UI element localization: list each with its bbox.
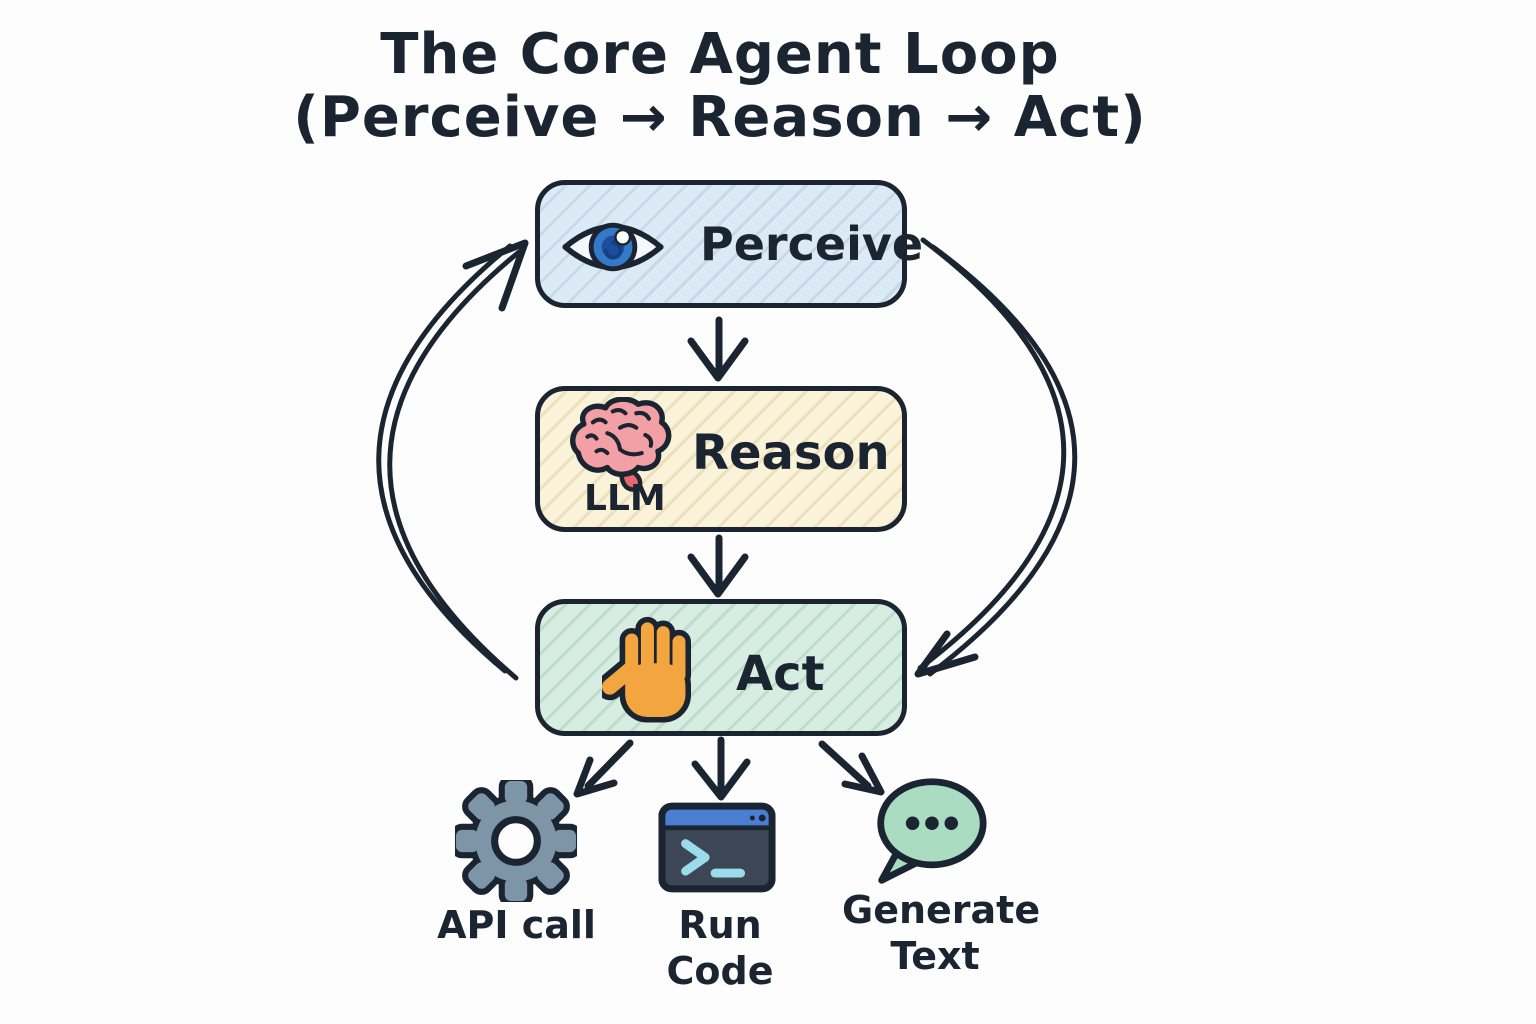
reason-label: Reason bbox=[692, 425, 890, 481]
llm-badge: LLM bbox=[584, 478, 666, 519]
loop-arrow-act-to-perceive bbox=[376, 239, 529, 681]
arrow-reason-to-act bbox=[687, 534, 749, 598]
arrow-act-to-api-call bbox=[573, 739, 634, 798]
reason-box: Reason LLM bbox=[535, 386, 907, 532]
speech-bubble-icon bbox=[877, 778, 987, 884]
hand-icon bbox=[602, 616, 704, 728]
brain-icon bbox=[570, 397, 672, 492]
generate-text-label: Generate Text bbox=[842, 888, 1041, 978]
gear-icon bbox=[455, 780, 577, 902]
diagram-title-line1: The Core Agent Loop bbox=[380, 22, 1060, 87]
arrow-perceive-to-reason bbox=[687, 316, 749, 382]
act-label: Act bbox=[736, 646, 825, 702]
run-code-label: Run Code bbox=[666, 903, 774, 993]
perceive-label: Perceive bbox=[700, 217, 924, 271]
perceive-box: Perceive bbox=[535, 180, 923, 308]
act-box: Act bbox=[535, 599, 907, 736]
api-call-label: API call bbox=[437, 903, 596, 947]
diagram-title: The Core Agent Loop (Perceive → Reason →… bbox=[0, 22, 1440, 150]
terminal-icon bbox=[658, 802, 776, 893]
eye-icon bbox=[562, 222, 664, 272]
arrow-act-to-run-code bbox=[691, 736, 751, 801]
diagram-title-line2: (Perceive → Reason → Act) bbox=[293, 84, 1147, 150]
loop-arrow-perceive-to-act bbox=[914, 237, 1078, 678]
